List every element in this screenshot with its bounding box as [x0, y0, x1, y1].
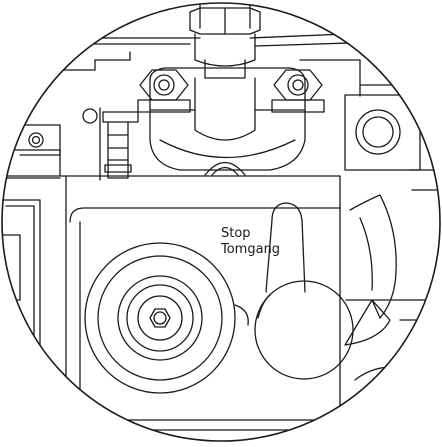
right-nut — [271, 69, 325, 113]
stop-idle-lever — [254, 202, 354, 380]
stop-label: Stop — [221, 226, 251, 241]
left-side-fitting — [19, 107, 139, 181]
curved-arrow — [344, 194, 397, 346]
left-nut — [137, 69, 191, 113]
right-ring-fitting — [355, 109, 401, 155]
right-housing — [339, 169, 440, 441]
top-fitting — [189, 3, 261, 79]
tomgang-label: Tomgang — [221, 242, 281, 257]
view-circle-border — [1, 2, 441, 442]
adjustment-disc — [84, 242, 249, 394]
pump-body — [149, 67, 306, 176]
bottom-housing-lines — [2, 399, 331, 431]
mounting-plate — [2, 175, 341, 441]
housing-background-lines — [2, 29, 440, 179]
